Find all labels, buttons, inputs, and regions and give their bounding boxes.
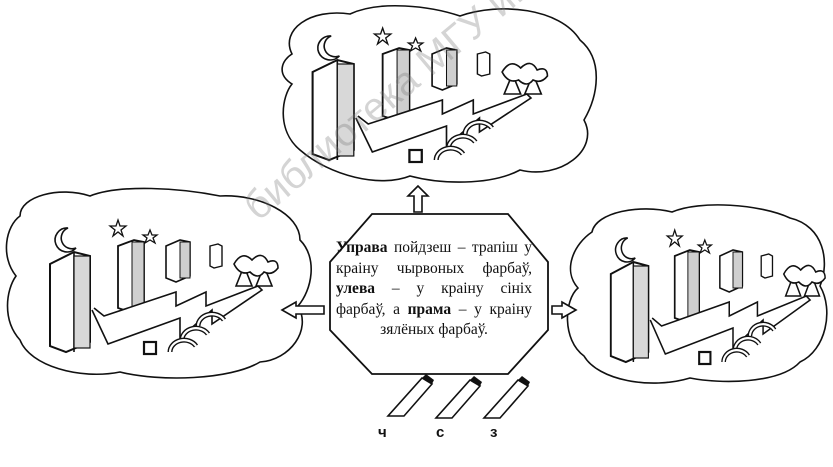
word-right: Управа [336,239,388,256]
word-straight: прама [408,301,452,318]
word-left: улева [336,280,375,297]
paint-tube-blue [436,376,482,418]
tube-label-green: з [490,424,497,441]
center-instruction-text: Управа пойдзеш – трапіш у краіну чырвоны… [336,238,532,341]
paint-tube-green [484,376,530,418]
tube-label-blue: с [436,424,444,441]
tube-label-red: ч [378,424,387,441]
paint-tube-red [388,374,434,416]
arrow-up [408,186,428,212]
